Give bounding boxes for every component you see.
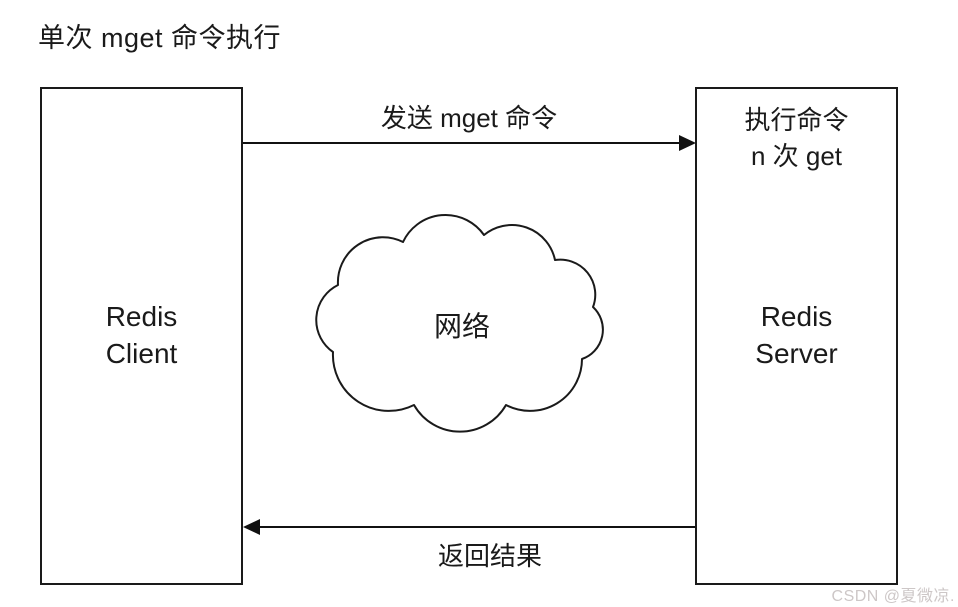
- redis-client-label-line2: Client: [105, 338, 178, 369]
- server-execution-note: 执行命令 n 次 get: [697, 103, 896, 175]
- redis-server-label-line2: Server: [755, 338, 838, 369]
- redis-client-label: Redis Client: [42, 299, 241, 373]
- response-arrowhead-icon: [243, 519, 260, 535]
- request-arrowhead-icon: [679, 135, 696, 151]
- redis-server-box: 执行命令 n 次 get Redis Server: [695, 87, 898, 585]
- server-note-line1: 执行命令: [744, 105, 849, 135]
- response-arrow-line: [258, 526, 695, 528]
- redis-server-label-line1: Redis: [760, 301, 833, 333]
- request-arrow-label: 发送 mget 命令: [380, 103, 558, 133]
- request-arrow-line: [243, 142, 681, 144]
- network-cloud-label: 网络: [433, 311, 490, 342]
- network-cloud-icon: [315, 214, 604, 433]
- watermark: CSDN @夏微凉.: [831, 588, 955, 605]
- redis-client-label-line1: Redis: [105, 301, 178, 333]
- redis-client-box: Redis Client: [40, 87, 243, 585]
- redis-server-label: Redis Server: [697, 299, 896, 373]
- response-arrow-label: 返回结果: [437, 541, 542, 571]
- server-note-line2: n 次 get: [750, 140, 843, 171]
- diagram-title: 单次 mget 命令执行: [38, 23, 282, 53]
